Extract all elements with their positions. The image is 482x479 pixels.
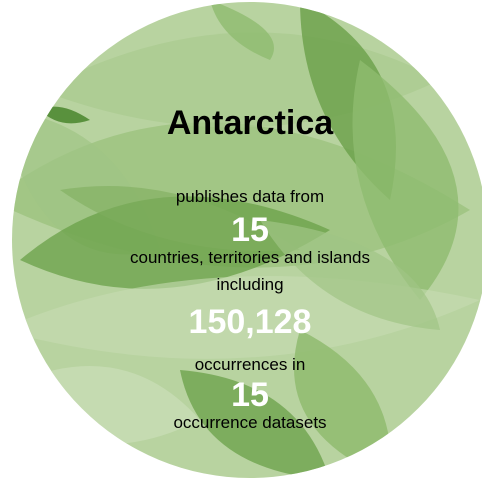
band-shape	[352, 60, 459, 300]
band-shape	[294, 330, 391, 478]
band-shape	[20, 196, 330, 289]
including-label: including	[216, 275, 284, 294]
band-shape	[180, 370, 330, 478]
countries-label: countries, territories and islands	[129, 248, 370, 267]
occurrences-count: 150,128	[188, 303, 312, 341]
countries-count: 15	[231, 211, 269, 249]
publishes-label: publishes data from	[175, 187, 325, 206]
band-shape	[260, 220, 440, 330]
datasets-label: occurrence datasets	[173, 413, 327, 432]
datasets-count: 15	[231, 376, 269, 414]
country-title: Antarctica	[166, 104, 334, 142]
band-shape	[210, 2, 274, 60]
band-shape	[40, 106, 90, 124]
occurrences-label: occurrences in	[194, 355, 306, 374]
band-shape	[60, 186, 300, 252]
